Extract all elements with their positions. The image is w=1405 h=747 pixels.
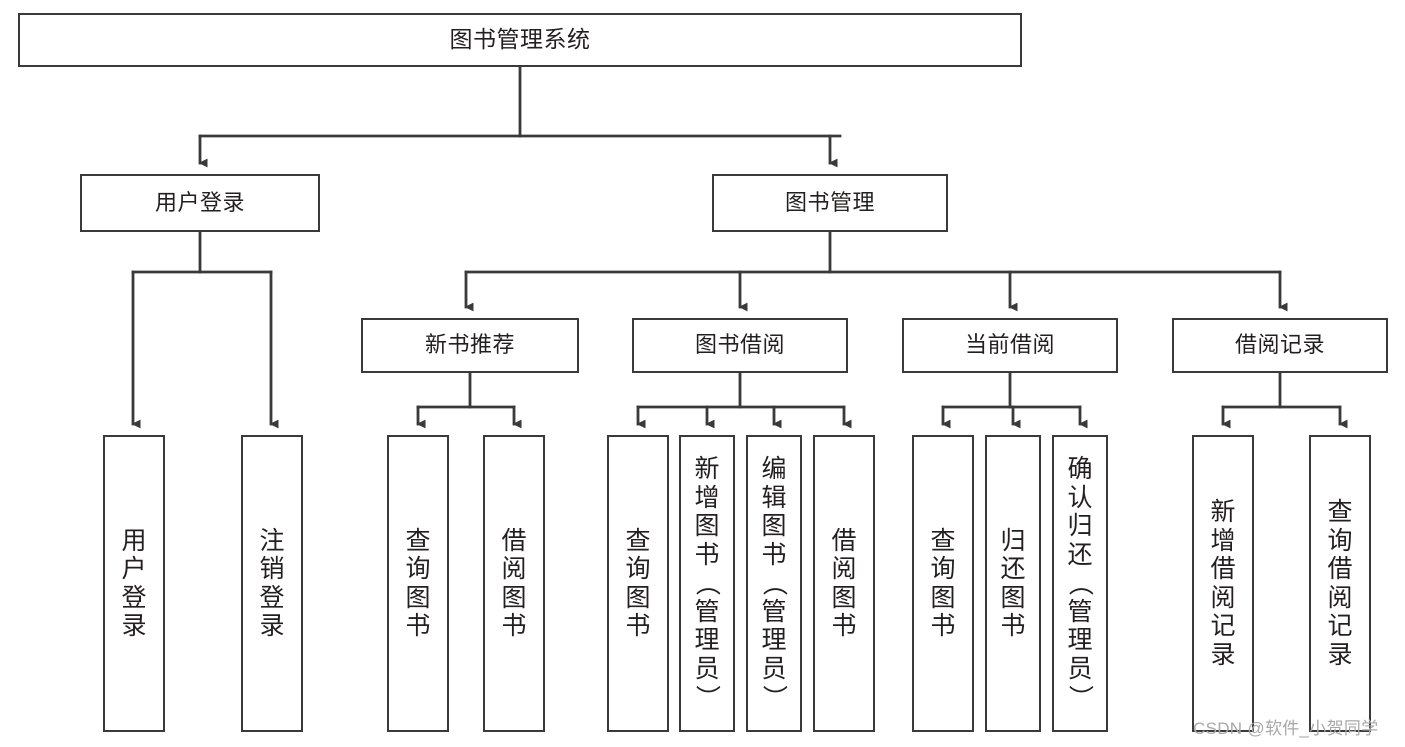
node-label: 编辑图书（管理员） <box>760 455 789 710</box>
node-label: 归还图书 <box>1000 526 1026 641</box>
node-leaf-edit-book-admin[interactable]: 编辑图书（管理员） <box>746 435 802 732</box>
node-label: 查询图书 <box>930 526 956 641</box>
node-label: 用户登录 <box>121 526 147 641</box>
node-leaf-confirm-return-admin[interactable]: 确认归还（管理员） <box>1052 435 1108 732</box>
node-leaf-query-book-borrow[interactable]: 查询图书 <box>607 435 669 732</box>
node-leaf-return-book[interactable]: 归还图书 <box>985 435 1041 732</box>
node-leaf-add-book-admin[interactable]: 新增图书（管理员） <box>679 435 735 732</box>
node-borrow-record[interactable]: 借阅记录 <box>1172 318 1388 373</box>
node-leaf-logout[interactable]: 注销登录 <box>241 435 303 732</box>
node-label: 确认归还（管理员） <box>1066 455 1095 710</box>
node-label: 新增借阅记录 <box>1210 498 1236 669</box>
node-leaf-borrow-book[interactable]: 借阅图书 <box>813 435 875 732</box>
csdn-watermark: CSDN @软件_小贺同学 <box>1193 719 1379 738</box>
node-user-login[interactable]: 用户登录 <box>80 174 320 232</box>
node-book-borrow[interactable]: 图书借阅 <box>632 318 848 373</box>
node-label: 查询图书 <box>625 526 651 641</box>
node-new-book-recommend[interactable]: 新书推荐 <box>361 318 579 373</box>
node-label: 图书管理 <box>784 189 875 215</box>
node-leaf-user-login[interactable]: 用户登录 <box>103 435 165 732</box>
node-label: 新增图书（管理员） <box>693 455 722 710</box>
node-leaf-borrow-book-recommend[interactable]: 借阅图书 <box>483 435 545 732</box>
node-label: 查询借阅记录 <box>1327 498 1353 669</box>
node-label: 注销登录 <box>259 526 285 641</box>
node-book-management[interactable]: 图书管理 <box>712 174 948 232</box>
node-root-system[interactable]: 图书管理系统 <box>18 13 1022 67</box>
node-leaf-add-borrow-record[interactable]: 新增借阅记录 <box>1192 435 1254 732</box>
node-leaf-query-book-current[interactable]: 查询图书 <box>912 435 974 732</box>
node-label: 借阅图书 <box>501 526 527 641</box>
node-label: 用户登录 <box>154 189 245 215</box>
node-leaf-query-book-recommend[interactable]: 查询图书 <box>387 435 449 732</box>
node-label: 查询图书 <box>405 526 431 641</box>
node-label: 借阅图书 <box>831 526 857 641</box>
node-label: 图书管理系统 <box>449 26 591 53</box>
node-label: 借阅记录 <box>1234 332 1325 358</box>
node-current-borrow[interactable]: 当前借阅 <box>902 318 1118 373</box>
node-label: 当前借阅 <box>964 332 1055 358</box>
node-label: 新书推荐 <box>424 332 515 358</box>
node-leaf-query-borrow-record[interactable]: 查询借阅记录 <box>1309 435 1371 732</box>
node-label: 图书借阅 <box>694 332 785 358</box>
